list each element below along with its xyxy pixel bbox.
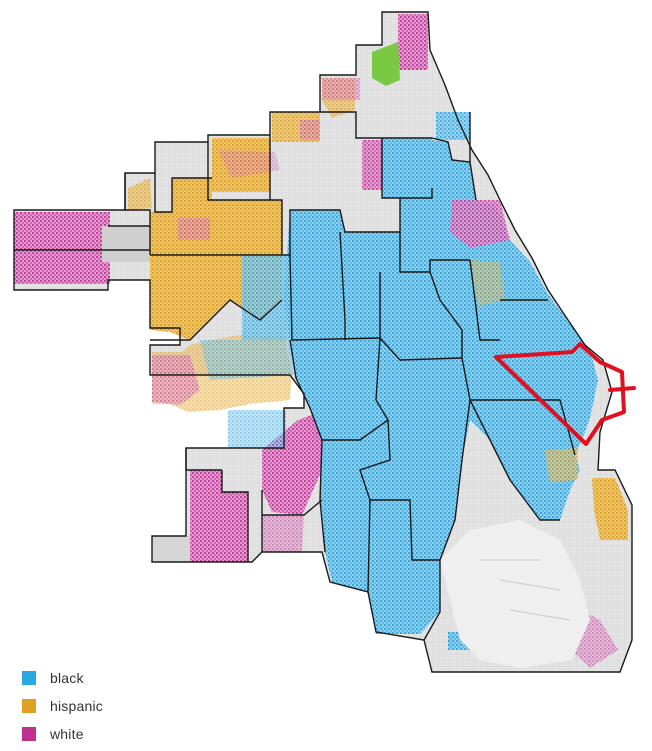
legend-swatch-black: [22, 671, 36, 685]
legend-swatch-white: [22, 727, 36, 741]
community-boundaries: [13, 11, 633, 673]
legend-label-white: white: [50, 726, 84, 742]
legend-item-black: black: [22, 667, 222, 689]
legend: black hispanic white: [22, 667, 222, 751]
legend-label-black: black: [50, 670, 84, 686]
other-group-area: [372, 42, 400, 86]
legend-item-white: white: [22, 723, 222, 745]
highlighted-area-annotation: [494, 342, 636, 446]
legend-label-hispanic: hispanic: [50, 698, 103, 714]
legend-item-hispanic: hispanic: [22, 695, 222, 717]
legend-swatch-hispanic: [22, 699, 36, 713]
